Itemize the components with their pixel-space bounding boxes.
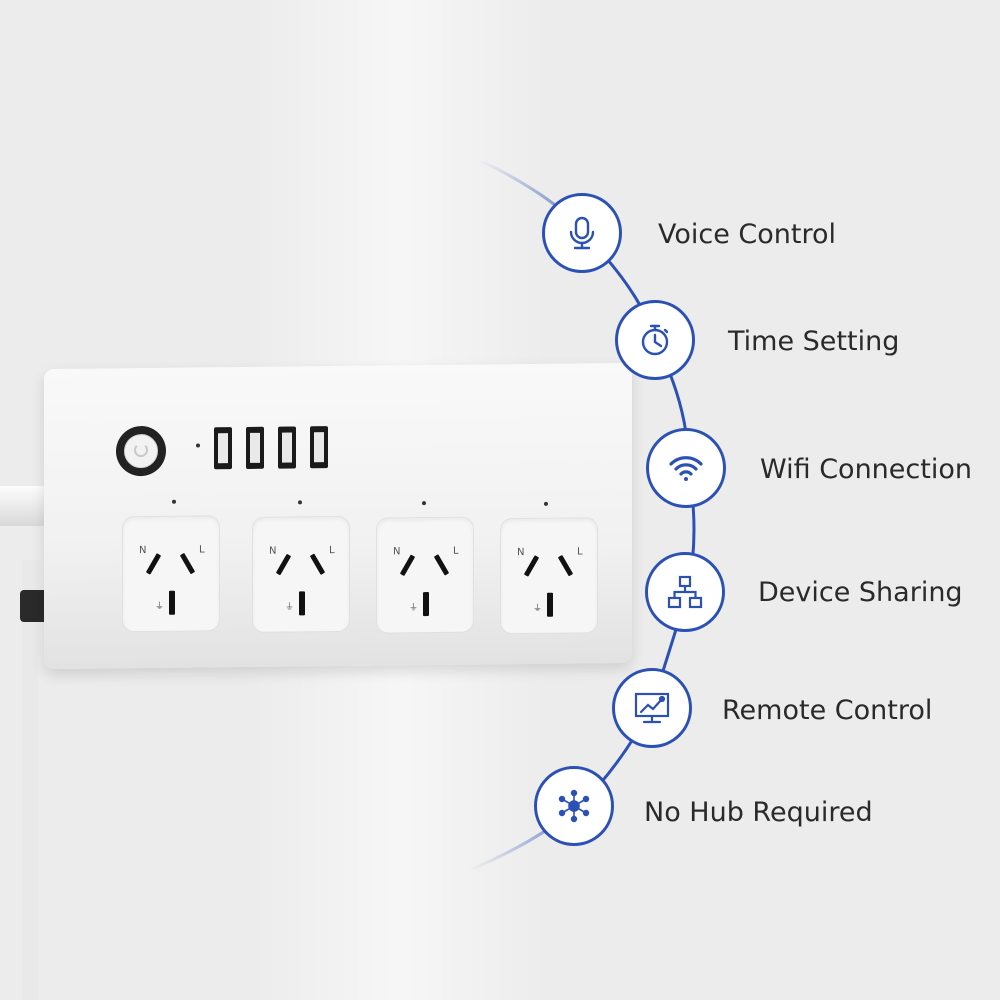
wifi-icon xyxy=(646,428,726,508)
hub-nodes-icon xyxy=(534,766,614,846)
cable-connector xyxy=(20,590,48,622)
monitor-chart-icon xyxy=(612,668,692,748)
stopwatch-icon xyxy=(615,300,695,380)
network-icon xyxy=(645,552,725,632)
feature-label-device-sharing: Device Sharing xyxy=(758,577,963,608)
feature-label-wifi-connection: Wifi Connection xyxy=(760,454,972,485)
feature-label-voice-control: Voice Control xyxy=(658,219,837,250)
feature-label-time-setting: Time Setting xyxy=(728,326,900,357)
power-cable xyxy=(22,560,38,1000)
microphone-icon xyxy=(542,193,622,273)
feature-label-no-hub-required: No Hub Required xyxy=(644,797,873,828)
feature-label-remote-control: Remote Control xyxy=(722,695,933,726)
